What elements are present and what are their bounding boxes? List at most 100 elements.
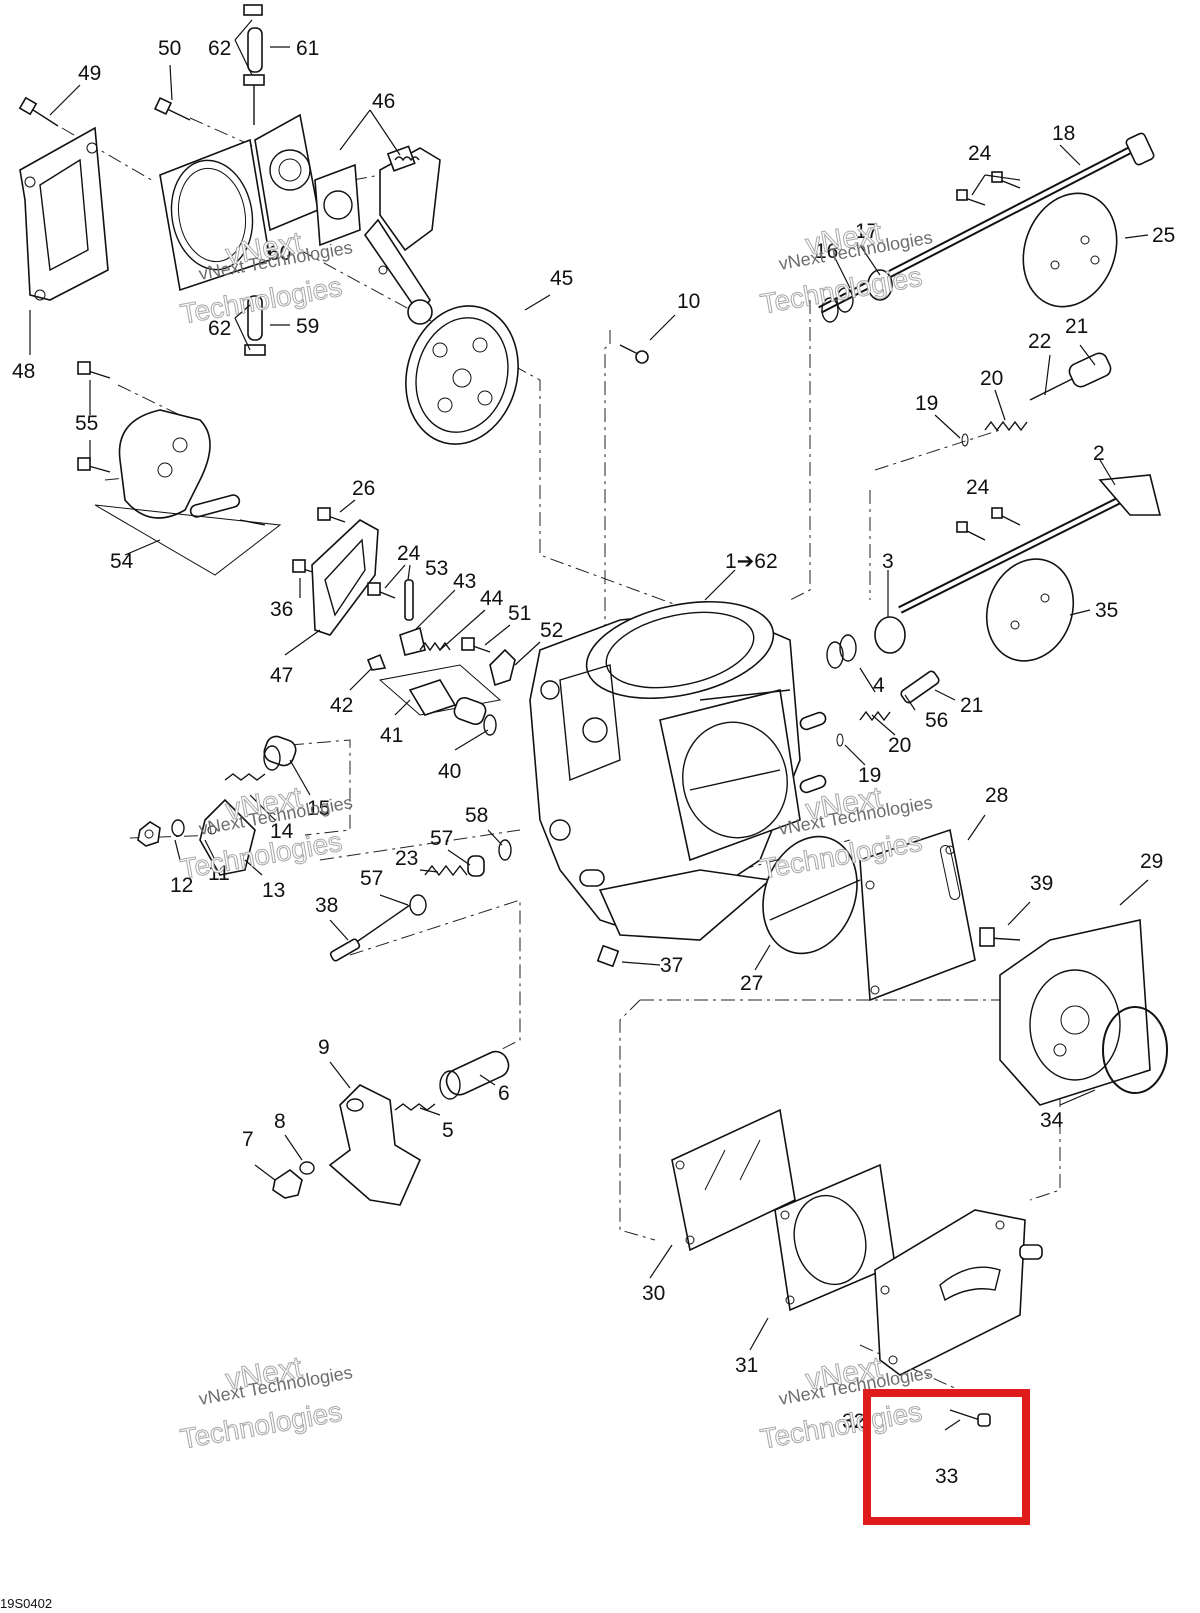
cover-54 xyxy=(77,361,282,576)
callout-35: 35 xyxy=(1095,599,1118,622)
callout-14: 14 xyxy=(270,820,294,843)
callout-24: 24 xyxy=(397,542,421,565)
figure-code: 19S0402 xyxy=(0,1596,52,1611)
callout-27: 27 xyxy=(740,972,763,995)
leader-lines xyxy=(29,19,1149,1431)
throttle-plate-25 xyxy=(1022,192,1118,308)
o-ring-34 xyxy=(1102,1006,1168,1094)
callout-18: 18 xyxy=(1052,122,1075,145)
gasket-28 xyxy=(859,828,976,1002)
callout-16: 16 xyxy=(815,240,838,263)
callout-55: 55 xyxy=(75,412,98,435)
callout-1-62: 1➔62 xyxy=(725,550,778,573)
watermark-2: vNext vNext Technologies Technologies xyxy=(757,215,934,320)
callout-31: 31 xyxy=(735,1354,758,1377)
callout-8: 8 xyxy=(274,1110,286,1133)
callout-33: 33 xyxy=(935,1465,958,1488)
callout-22: 22 xyxy=(1028,330,1051,353)
gasket-30 xyxy=(671,1108,796,1252)
callout-13: 13 xyxy=(262,879,285,902)
callout-34: 34 xyxy=(1040,1109,1064,1132)
callout-15: 15 xyxy=(307,797,330,820)
lever-assembly-5-9 xyxy=(272,1050,510,1206)
callout-54: 54 xyxy=(110,550,134,573)
callout-53: 53 xyxy=(425,557,448,580)
callout-44: 44 xyxy=(480,587,504,610)
callout-61: 61 xyxy=(296,37,319,60)
callout-60: 60 xyxy=(268,242,291,265)
callout-20: 20 xyxy=(980,367,1003,390)
callout-4: 4 xyxy=(873,674,885,697)
callout-49: 49 xyxy=(78,62,101,85)
gasket-27 xyxy=(762,835,861,955)
callout-23: 23 xyxy=(395,847,418,870)
callout-47: 47 xyxy=(270,664,293,687)
callout-21: 21 xyxy=(1065,315,1088,338)
screw-51-bracket-52 xyxy=(461,637,516,687)
callout-17: 17 xyxy=(855,220,878,243)
screw-49 xyxy=(18,96,59,127)
screw-10 xyxy=(619,344,649,364)
callout-12: 12 xyxy=(170,874,193,897)
callout-30: 30 xyxy=(642,1282,665,1305)
callout-11: 11 xyxy=(208,862,230,885)
bracket-48 xyxy=(19,126,109,301)
idle-screw-38 xyxy=(329,839,512,962)
callout-40: 40 xyxy=(438,760,461,783)
pump-body-46 xyxy=(254,113,441,325)
callout-52: 52 xyxy=(540,619,563,642)
callout-36: 36 xyxy=(270,598,293,621)
callout-19: 19 xyxy=(858,764,881,787)
pin-61 xyxy=(247,27,263,73)
callout-6: 6 xyxy=(498,1082,510,1105)
parts xyxy=(18,4,1168,1427)
pin-59 xyxy=(244,295,266,356)
callout-57: 57 xyxy=(360,867,383,890)
callout-7: 7 xyxy=(242,1128,254,1151)
carburetor-body-1 xyxy=(529,600,827,941)
watermark-5: vNext vNext Technologies Technologies xyxy=(177,1350,354,1455)
callout-41: 41 xyxy=(380,724,403,747)
callout-2: 2 xyxy=(1093,442,1105,465)
callout-5: 5 xyxy=(442,1119,454,1142)
pump-cover-29 xyxy=(979,919,1151,1106)
highlight-box xyxy=(863,1389,1030,1525)
nut-37 xyxy=(596,944,620,968)
watermark-3: vNext vNext Technologies Technologies xyxy=(177,780,354,885)
callout-25: 25 xyxy=(1152,224,1175,247)
callout-46: 46 xyxy=(372,90,395,113)
callout-43: 43 xyxy=(453,570,476,593)
callout-37: 37 xyxy=(660,954,683,977)
callout-51: 51 xyxy=(508,602,531,625)
callout-3: 3 xyxy=(882,550,894,573)
callout-56: 56 xyxy=(925,709,948,732)
callout-45: 45 xyxy=(550,267,573,290)
callout-labels: 49 50 62 61 46 48 60 62 59 45 55 54 10 2… xyxy=(12,37,1175,1488)
callout-59: 59 xyxy=(296,315,319,338)
adjust-screw-21-22 xyxy=(961,352,1112,447)
callout-24: 24 xyxy=(966,476,990,499)
callout-39: 39 xyxy=(1030,872,1053,895)
callout-21: 21 xyxy=(960,694,983,717)
clip-62-top xyxy=(243,4,265,125)
throttle-plate-35 xyxy=(985,558,1075,662)
callout-50: 50 xyxy=(158,37,181,60)
plate-47 xyxy=(292,507,379,636)
callout-29: 29 xyxy=(1140,850,1163,873)
callout-26: 26 xyxy=(352,477,375,500)
bushing-3-orings-4 xyxy=(826,616,940,747)
callout-32: 32 xyxy=(842,1410,865,1433)
screw-33 xyxy=(949,1409,991,1427)
callout-57: 57 xyxy=(430,827,453,850)
pump-base-32 xyxy=(874,1209,1043,1376)
callout-58: 58 xyxy=(465,804,488,827)
callout-48: 48 xyxy=(12,360,35,383)
callout-62: 62 xyxy=(208,37,231,60)
needle-assembly-41-44 xyxy=(366,579,502,736)
cover-plate-46 xyxy=(159,138,271,292)
watermark-4: vNext vNext Technologies Technologies xyxy=(757,780,934,885)
callout-38: 38 xyxy=(315,894,338,917)
diaphragm-45 xyxy=(405,305,519,445)
callout-19: 19 xyxy=(915,392,938,415)
